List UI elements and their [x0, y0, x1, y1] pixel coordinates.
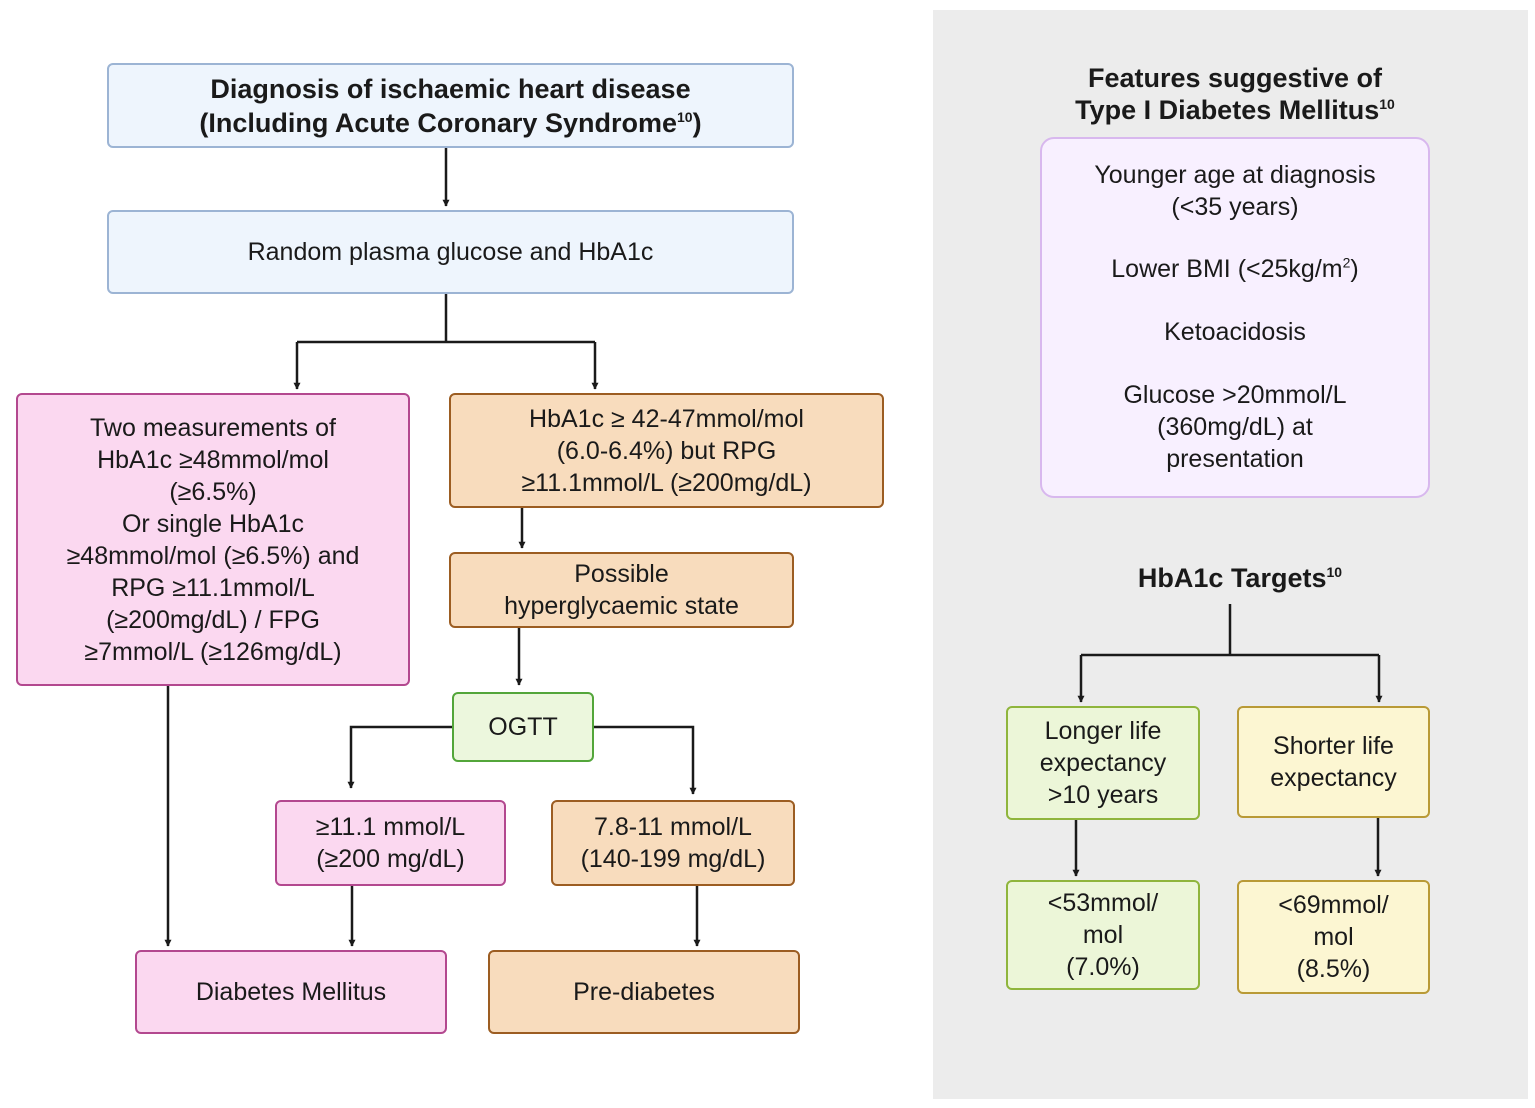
two-measurements-line: (≥200mg/dL) / FPG — [106, 605, 320, 634]
arrow-ogtt-to-mid — [594, 725, 697, 795]
two-measurements-box: Two measurements of HbA1c ≥48mmol/mol (≥… — [16, 393, 410, 686]
feature-bmi-sup: 2 — [1342, 254, 1351, 271]
longer-life-line: Longer life — [1044, 717, 1162, 745]
prediabetes-label: Pre-diabetes — [573, 978, 715, 1006]
prediabetes-box: Pre-diabetes — [488, 950, 800, 1034]
borderline-line: (6.0-6.4%) but RPG — [556, 436, 777, 465]
borderline-line: ≥11.1mmol/L (≥200mg/dL) — [521, 468, 812, 497]
shorter-life-line: expectancy — [1270, 764, 1397, 792]
title-ref: 10 — [676, 108, 693, 125]
two-measurements-line: ≥48mmol/mol (≥6.5%) and — [66, 541, 360, 570]
two-measurements-line: Or single HbA1c — [121, 509, 305, 538]
branch-targets-split — [1081, 604, 1379, 657]
ogtt-mid-box: 7.8-11 mmol/L (140-199 mg/dL) — [551, 800, 795, 886]
title-line1: Diagnosis of ischaemic heart disease — [210, 73, 691, 104]
ogtt-mid-line: (140-199 mg/dL) — [580, 845, 766, 873]
ogtt-high-box: ≥11.1 mmol/L (≥200 mg/dL) — [275, 800, 506, 886]
target-shorter-box: <69mmol/ mol (8.5%) — [1237, 880, 1430, 994]
features-title-ref: 10 — [1379, 96, 1395, 112]
branch-rpg-split — [297, 294, 595, 344]
rpg-hba1c-box: Random plasma glucose and HbA1c — [107, 210, 794, 294]
feature-glucose-line: (360mg/dL) at — [1157, 413, 1313, 441]
two-measurements-line: ≥7mmol/L (≥126mg/dL) — [84, 637, 342, 666]
title-box: Diagnosis of ischaemic heart disease (In… — [107, 63, 794, 148]
possible-state-line: Possible — [574, 560, 669, 588]
possible-state-line: hyperglycaemic state — [504, 592, 739, 620]
features-title: Features suggestive of Type I Diabetes M… — [1000, 62, 1470, 126]
longer-life-line: expectancy — [1039, 749, 1167, 777]
targets-title-ref: 10 — [1326, 564, 1343, 580]
two-measurements-line: (≥6.5%) — [169, 477, 257, 506]
rpg-hba1c-label: Random plasma glucose and HbA1c — [247, 238, 654, 266]
features-box: Younger age at diagnosis (<35 years) Low… — [1040, 137, 1430, 498]
feature-age-line: Younger age at diagnosis — [1094, 161, 1376, 189]
features-title-line2: Type I Diabetes Mellitus — [1075, 95, 1380, 125]
ogtt-high-line: (≥200 mg/dL) — [316, 845, 465, 873]
target-shorter-line: mol — [1313, 923, 1354, 951]
hba1c-borderline-box: HbA1c ≥ 42-47mmol/mol (6.0-6.4%) but RPG… — [449, 393, 884, 508]
two-measurements-line: Two measurements of — [90, 413, 336, 442]
ogtt-label: OGTT — [488, 713, 558, 741]
ogtt-mid-line: 7.8-11 mmol/L — [594, 813, 752, 841]
target-longer-line: (7.0%) — [1066, 953, 1140, 981]
feature-glucose-line: Glucose >20mmol/L — [1123, 381, 1347, 409]
title-line2: (Including Acute Coronary Syndrome — [199, 107, 677, 138]
feature-glucose-line: presentation — [1166, 445, 1304, 473]
two-measurements-line: RPG ≥11.1mmol/L — [111, 573, 315, 602]
feature-age-line: (<35 years) — [1171, 193, 1299, 221]
target-shorter-line: (8.5%) — [1296, 955, 1371, 983]
two-measurements-line: HbA1c ≥48mmol/mol — [97, 445, 329, 474]
feature-keto: Ketoacidosis — [1164, 318, 1306, 346]
targets-title-text: HbA1c Targets — [1137, 563, 1327, 593]
targets-title: HbA1c Targets10 — [1080, 562, 1400, 594]
diabetes-label: Diabetes Mellitus — [195, 978, 387, 1006]
ogtt-high-line: ≥11.1 mmol/L — [315, 813, 466, 841]
shorter-life-box: Shorter life expectancy — [1237, 706, 1430, 818]
target-longer-line: mol — [1082, 921, 1124, 949]
shorter-life-line: Shorter life — [1273, 732, 1394, 760]
feature-bmi: Lower BMI (<25kg/m — [1111, 255, 1343, 283]
longer-life-line: >10 years — [1047, 781, 1159, 809]
arrow-ogtt-to-high — [347, 725, 452, 789]
target-longer-box: <53mmol/ mol (7.0%) — [1006, 880, 1200, 990]
possible-state-box: Possible hyperglycaemic state — [449, 552, 794, 628]
borderline-line: HbA1c ≥ 42-47mmol/mol — [529, 404, 804, 433]
longer-life-box: Longer life expectancy >10 years — [1006, 706, 1200, 820]
title-close: ) — [692, 107, 702, 138]
target-longer-line: <53mmol/ — [1047, 889, 1159, 917]
feature-bmi-close: ) — [1350, 255, 1359, 283]
target-shorter-line: <69mmol/ — [1278, 891, 1389, 919]
diabetes-box: Diabetes Mellitus — [135, 950, 447, 1034]
ogtt-box: OGTT — [452, 692, 594, 762]
features-title-line1: Features suggestive of — [1087, 63, 1383, 93]
